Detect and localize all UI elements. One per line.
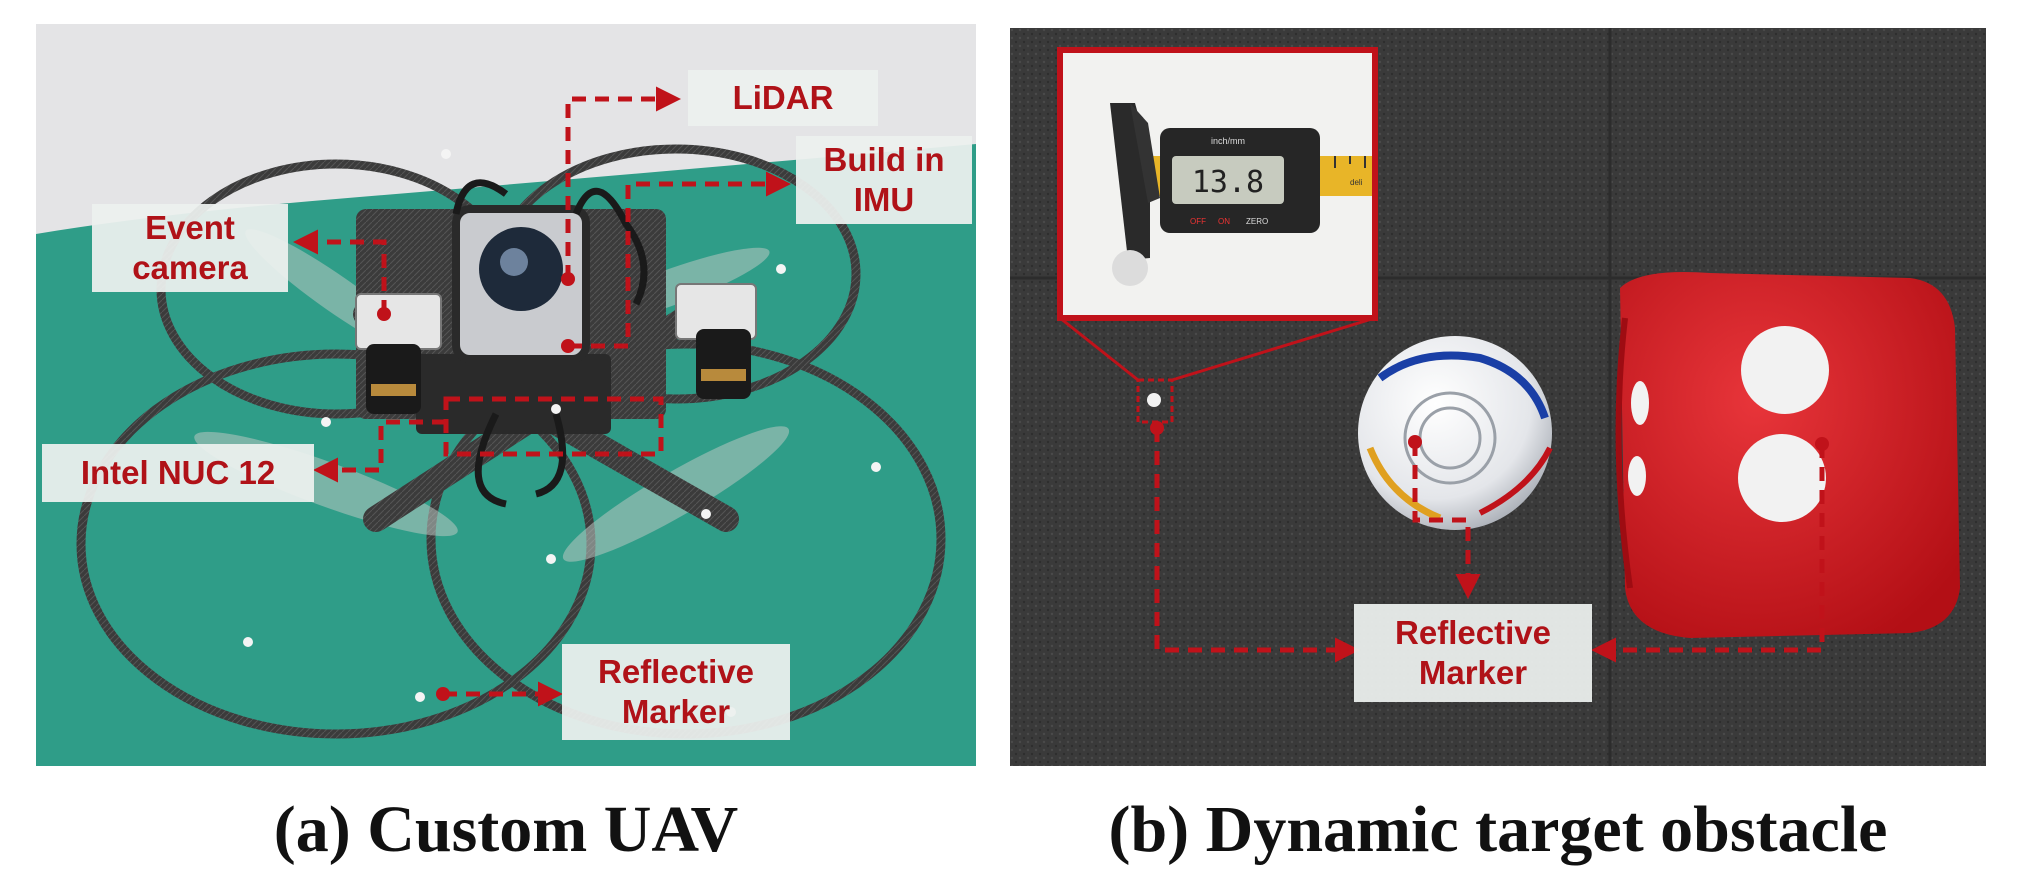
label-imu-line2: IMU	[853, 181, 915, 218]
label-event-camera: Event camera	[92, 204, 288, 292]
annotation-dots	[377, 272, 575, 701]
label-event-line1: Event	[145, 209, 235, 246]
obstacle-photo: 13.8 inch/mm OFF ON ZERO deli	[1010, 28, 1986, 766]
uav-photo: LiDAR Build in IMU Event camera Intel NU…	[36, 24, 976, 766]
label-reflective-marker-a: Reflective Marker	[562, 644, 790, 740]
annotation-lines	[293, 86, 791, 707]
marker-ball-sample	[1112, 250, 1148, 286]
annotation-dots-b	[1150, 421, 1829, 451]
label-intel-nuc: Intel NUC 12	[42, 444, 314, 502]
caption-dynamic-target-obstacle: (b) Dynamic target obstacle	[1108, 793, 1888, 866]
caliper-button-on: ON	[1218, 217, 1230, 226]
nuc-computer	[416, 354, 611, 434]
red-die	[1615, 272, 1960, 638]
label-marker-a-line1: Reflective	[598, 653, 754, 690]
label-marker-b-line2: Marker	[1418, 654, 1528, 691]
label-marker-b-line1: Reflective	[1395, 614, 1551, 651]
label-reflective-marker-b: Reflective Marker	[1354, 604, 1592, 702]
caption-custom-uav: (a) Custom UAV	[273, 793, 739, 866]
label-imu-line1: Build in	[823, 141, 945, 178]
label-marker-a-line2: Marker	[621, 693, 731, 730]
label-imu: Build in IMU	[796, 136, 972, 224]
caliper-button-zero: ZERO	[1246, 217, 1268, 226]
event-camera-right	[675, 283, 757, 399]
caliper-button-off: OFF	[1190, 217, 1206, 226]
die-pip-bottom	[1738, 434, 1826, 522]
annotation-lines-b	[1154, 428, 1825, 663]
caliper-unit-label: inch/mm	[1211, 136, 1245, 146]
caliper-inset	[1057, 47, 1378, 321]
label-intel-nuc-text: Intel NUC 12	[80, 454, 276, 491]
cables	[452, 179, 648, 508]
caliper-reading: 13.8	[1192, 165, 1264, 200]
label-lidar: LiDAR	[688, 70, 878, 126]
soccer-ball	[1358, 336, 1553, 530]
label-event-line2: camera	[132, 249, 248, 286]
event-camera-left	[355, 293, 442, 414]
label-lidar-text: LiDAR	[732, 79, 834, 116]
caliper-brand: deli	[1350, 178, 1363, 187]
die-pip-top	[1741, 326, 1829, 414]
caliper-lcd	[1172, 156, 1284, 204]
